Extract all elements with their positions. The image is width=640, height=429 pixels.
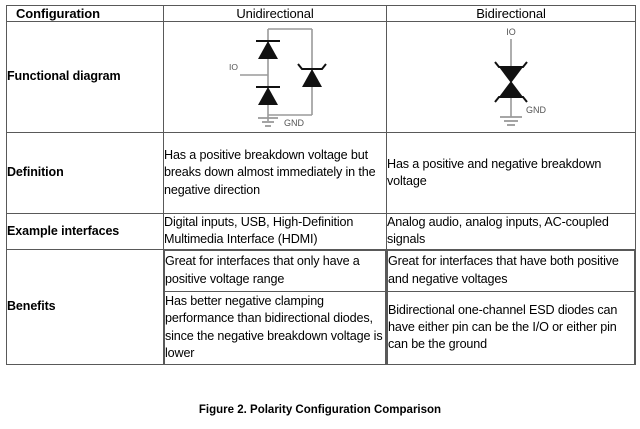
- row-header-functional-diagram: Functional diagram: [6, 21, 164, 133]
- row-header-definition: Definition: [6, 132, 164, 214]
- cell-example-interfaces-unidirectional: Digital inputs, USB, High-Definition Mul…: [163, 213, 387, 250]
- benefits-subrow: Great for interfaces that only have a po…: [164, 249, 386, 292]
- table-row-example-interfaces: Example interfaces Digital inputs, USB, …: [6, 213, 636, 250]
- benefits-subrow: Has better negative clamping performance…: [164, 290, 386, 364]
- cell-definition-bidirectional: Has a positive and negative breakdown vo…: [386, 132, 636, 214]
- cell-benefits-unidirectional: Great for interfaces that only have a po…: [163, 248, 387, 365]
- cell-benefits-bidirectional: Great for interfaces that have both posi…: [386, 248, 636, 365]
- benefits-unidirectional-subtable: Great for interfaces that only have a po…: [164, 249, 386, 364]
- diode-top-symbol: [258, 41, 278, 59]
- benefit-bidirectional-1: Great for interfaces that have both posi…: [387, 249, 635, 292]
- bidirectional-schematic-svg: IO GND: [494, 27, 547, 126]
- ground-symbol: [258, 117, 278, 127]
- table-header-row: Configuration Unidirectional Bidirection…: [6, 5, 636, 22]
- cell-example-interfaces-bidirectional: Analog audio, analog inputs, AC-coupled …: [386, 213, 636, 250]
- bidirectional-esd-diode-schematic: IO GND: [386, 21, 636, 133]
- polarity-comparison-table: Configuration Unidirectional Bidirection…: [6, 5, 636, 365]
- ground-symbol: [500, 116, 522, 126]
- io-label: IO: [506, 27, 516, 37]
- gnd-label: GND: [526, 105, 547, 115]
- table-row-benefits: Benefits Great for interfaces that only …: [6, 248, 636, 365]
- benefit-unidirectional-2: Has better negative clamping performance…: [164, 290, 386, 364]
- benefits-bidirectional-subtable: Great for interfaces that have both posi…: [387, 249, 635, 364]
- benefits-subrow: Great for interfaces that have both posi…: [387, 249, 635, 292]
- zener-diode-symbol: [302, 69, 322, 87]
- column-header-configuration: Configuration: [6, 5, 164, 22]
- column-header-bidirectional: Bidirectional: [386, 5, 636, 22]
- row-header-benefits: Benefits: [6, 248, 164, 365]
- cell-definition-unidirectional: Has a positive breakdown voltage but bre…: [163, 132, 387, 214]
- unidirectional-esd-diode-schematic: IO GND: [163, 21, 387, 133]
- benefit-bidirectional-2: Bidirectional one-channel ESD diodes can…: [387, 290, 635, 364]
- unidirectional-schematic-svg: IO GND: [229, 28, 327, 128]
- table-row-definition: Definition Has a positive breakdown volt…: [6, 132, 636, 214]
- gnd-label: GND: [284, 118, 305, 128]
- column-header-unidirectional: Unidirectional: [163, 5, 387, 22]
- io-label: IO: [229, 62, 238, 72]
- benefit-unidirectional-1: Great for interfaces that only have a po…: [164, 249, 386, 292]
- diode-bottom-symbol: [258, 87, 278, 105]
- bidirectional-zener-symbol: [494, 61, 528, 103]
- table-row-functional-diagram: Functional diagram: [6, 21, 636, 133]
- row-header-example-interfaces: Example interfaces: [6, 213, 164, 250]
- benefits-subrow: Bidirectional one-channel ESD diodes can…: [387, 290, 635, 364]
- figure-caption: Figure 2. Polarity Configuration Compari…: [198, 404, 442, 416]
